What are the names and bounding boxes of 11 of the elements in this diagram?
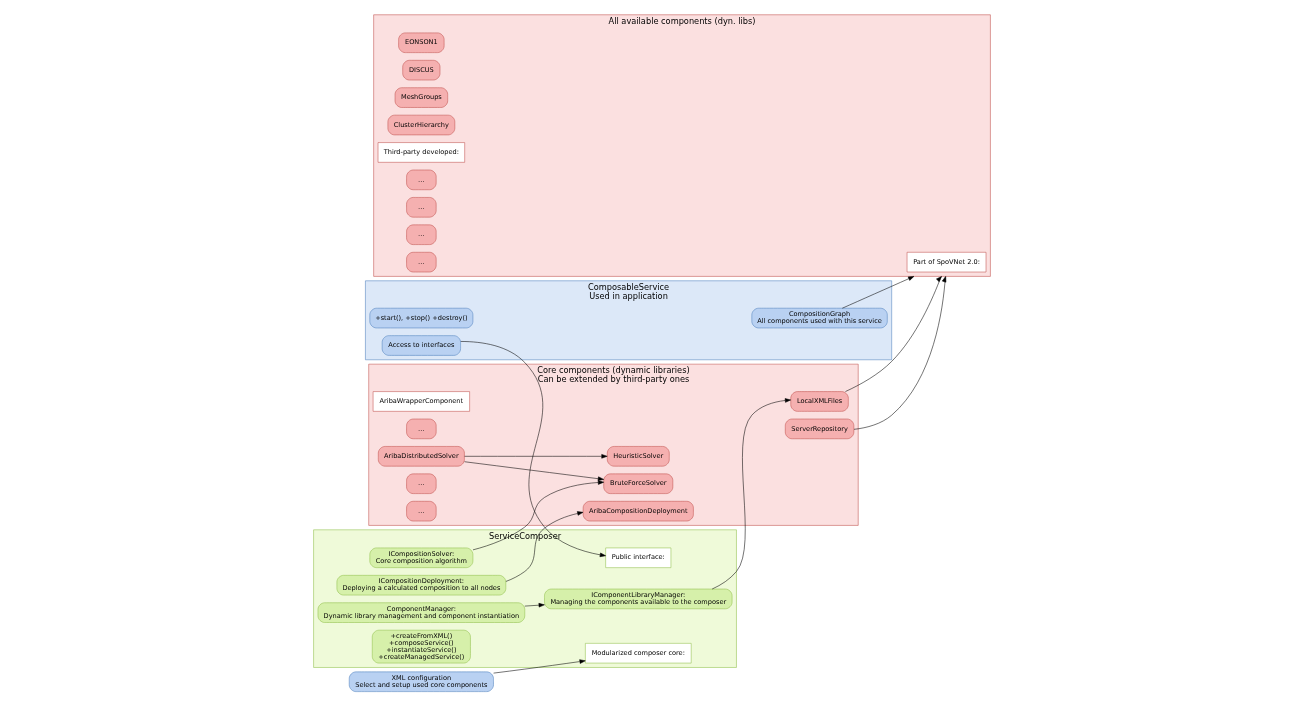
arrow [711, 398, 791, 590]
arrow [472, 480, 604, 551]
arrow [464, 461, 604, 481]
arrow [524, 603, 545, 608]
arrow [464, 454, 608, 459]
arrow [842, 276, 915, 309]
arrow [505, 511, 584, 582]
arrow [460, 341, 606, 558]
arrow [853, 276, 947, 430]
arrow [493, 659, 586, 674]
arrow [845, 276, 942, 392]
